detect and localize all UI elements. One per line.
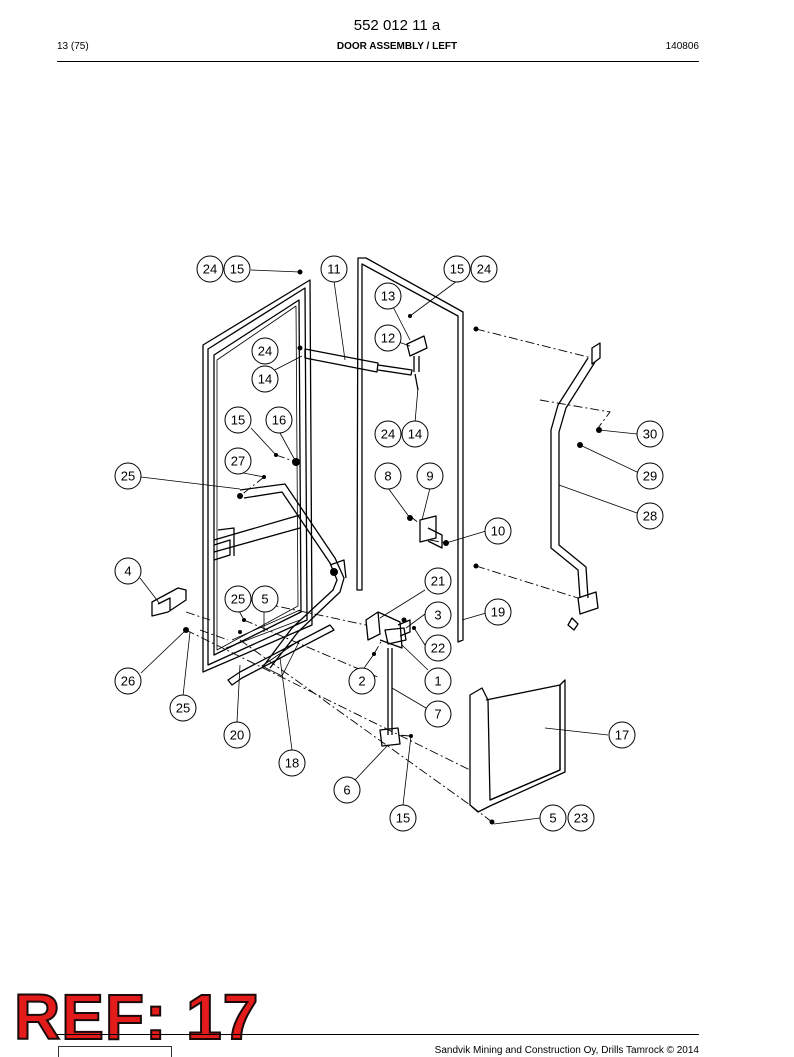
copyright-notice: Sandvik Mining and Construction Oy, Dril… bbox=[434, 1045, 699, 1056]
svg-text:9: 9 bbox=[426, 469, 433, 484]
svg-text:23: 23 bbox=[574, 811, 588, 826]
door-seal bbox=[356, 257, 464, 643]
callout-9: 9 bbox=[416, 462, 444, 490]
svg-text:5: 5 bbox=[549, 811, 556, 826]
callout-22: 22 bbox=[424, 634, 452, 662]
svg-text:15: 15 bbox=[396, 811, 410, 826]
svg-text:26: 26 bbox=[121, 674, 135, 689]
callout-28: 28 bbox=[636, 502, 664, 530]
svg-text:24: 24 bbox=[477, 262, 491, 277]
svg-text:16: 16 bbox=[272, 413, 286, 428]
lock-mechanism bbox=[365, 611, 411, 747]
door-frame bbox=[202, 279, 313, 673]
callout-1: 1 bbox=[424, 667, 452, 695]
callout-14: 14 bbox=[401, 420, 429, 448]
callout-15: 15 bbox=[389, 804, 417, 832]
callout-5: 5 bbox=[539, 804, 567, 832]
svg-text:24: 24 bbox=[381, 427, 395, 442]
svg-text:14: 14 bbox=[408, 427, 422, 442]
svg-text:24: 24 bbox=[258, 344, 272, 359]
callout-20: 20 bbox=[223, 721, 251, 749]
handle-bar bbox=[550, 342, 601, 631]
callout-15: 15 bbox=[443, 255, 471, 283]
svg-text:2: 2 bbox=[358, 674, 365, 689]
svg-text:18: 18 bbox=[285, 756, 299, 771]
callout-24: 24 bbox=[374, 420, 402, 448]
svg-text:7: 7 bbox=[434, 707, 441, 722]
svg-text:5: 5 bbox=[261, 592, 268, 607]
company-logo bbox=[58, 1046, 172, 1057]
svg-text:19: 19 bbox=[491, 605, 505, 620]
svg-text:3: 3 bbox=[434, 608, 441, 623]
callout-30: 30 bbox=[636, 420, 664, 448]
svg-text:25: 25 bbox=[121, 469, 135, 484]
callout-12: 12 bbox=[374, 324, 402, 352]
callout-6: 6 bbox=[333, 776, 361, 804]
svg-text:8: 8 bbox=[384, 469, 391, 484]
page-number: 13 (75) bbox=[57, 41, 89, 52]
callout-8: 8 bbox=[374, 462, 402, 490]
svg-text:10: 10 bbox=[491, 524, 505, 539]
callout-24: 24 bbox=[251, 337, 279, 365]
footer-divider bbox=[57, 1034, 699, 1035]
callout-10: 10 bbox=[484, 517, 512, 545]
svg-text:15: 15 bbox=[231, 413, 245, 428]
svg-text:17: 17 bbox=[615, 728, 629, 743]
svg-text:4: 4 bbox=[124, 564, 131, 579]
callout-11: 11 bbox=[320, 255, 348, 283]
svg-text:15: 15 bbox=[450, 262, 464, 277]
callout-5: 5 bbox=[251, 585, 279, 613]
svg-text:29: 29 bbox=[643, 469, 657, 484]
callout-29: 29 bbox=[636, 462, 664, 490]
callout-25: 25 bbox=[114, 462, 142, 490]
callout-3: 3 bbox=[424, 601, 452, 629]
document-number: 552 012 11 a bbox=[353, 17, 441, 34]
svg-text:14: 14 bbox=[258, 372, 272, 387]
svg-text:20: 20 bbox=[230, 728, 244, 743]
inner-handle bbox=[239, 483, 347, 669]
svg-text:30: 30 bbox=[643, 427, 657, 442]
svg-text:25: 25 bbox=[231, 592, 245, 607]
svg-text:6: 6 bbox=[343, 783, 350, 798]
svg-text:24: 24 bbox=[203, 262, 217, 277]
reference-stamp: REF: 17 bbox=[13, 981, 260, 1053]
header-divider bbox=[57, 61, 699, 62]
svg-text:21: 21 bbox=[431, 574, 445, 589]
callout-15: 15 bbox=[224, 406, 252, 434]
callout-26: 26 bbox=[114, 667, 142, 695]
callout-23: 23 bbox=[567, 804, 595, 832]
callout-13: 13 bbox=[374, 282, 402, 310]
callout-21: 21 bbox=[424, 567, 452, 595]
document-date: 140806 bbox=[665, 41, 699, 52]
gas-strut bbox=[304, 348, 413, 376]
callout-14: 14 bbox=[251, 365, 279, 393]
svg-text:22: 22 bbox=[431, 641, 445, 656]
callout-16: 16 bbox=[265, 406, 293, 434]
svg-text:25: 25 bbox=[176, 701, 190, 716]
page-title: DOOR ASSEMBLY / LEFT bbox=[336, 41, 458, 52]
svg-text:15: 15 bbox=[230, 262, 244, 277]
callout-19: 19 bbox=[484, 598, 512, 626]
svg-text:13: 13 bbox=[381, 289, 395, 304]
callout-2: 2 bbox=[348, 667, 376, 695]
callout-25: 25 bbox=[169, 694, 197, 722]
callout-27: 27 bbox=[224, 447, 252, 475]
callout-18: 18 bbox=[278, 749, 306, 777]
svg-text:12: 12 bbox=[381, 331, 395, 346]
cover-plate bbox=[469, 679, 566, 813]
svg-text:27: 27 bbox=[231, 454, 245, 469]
callout-17: 17 bbox=[608, 721, 636, 749]
callout-7: 7 bbox=[424, 700, 452, 728]
callout-25: 25 bbox=[224, 585, 252, 613]
svg-text:11: 11 bbox=[327, 262, 341, 277]
svg-text:28: 28 bbox=[643, 509, 657, 524]
callout-4: 4 bbox=[114, 557, 142, 585]
callout-24: 24 bbox=[196, 255, 224, 283]
callout-15: 15 bbox=[223, 255, 251, 283]
svg-text:1: 1 bbox=[434, 674, 441, 689]
callout-24: 24 bbox=[470, 255, 498, 283]
